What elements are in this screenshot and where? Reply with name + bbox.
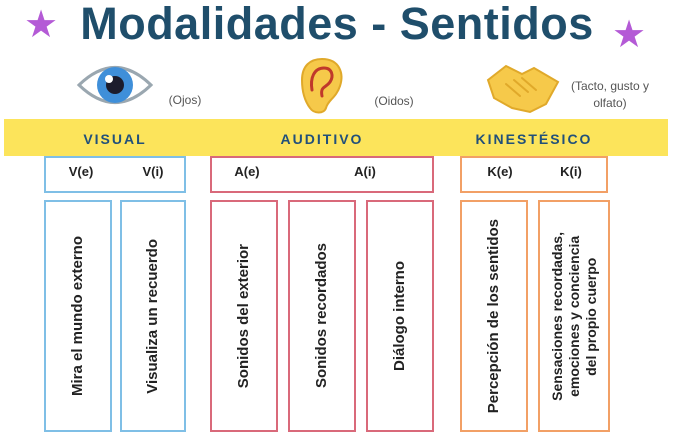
visual-caption: (Ojos) bbox=[168, 93, 202, 107]
page-title: Modalidades - Sentidos bbox=[80, 0, 594, 49]
sublabel-ki: K(i) bbox=[560, 164, 582, 179]
auditivo-recordados-box: Sonidos recordados bbox=[288, 200, 356, 432]
auditivo-exterior-box: Sonidos del exterior bbox=[210, 200, 278, 432]
auditivo-dialogo-text: Diálogo interno bbox=[391, 261, 408, 371]
visual-sublabel-box bbox=[44, 156, 186, 193]
auditivo-exterior-text: Sonidos del exterior bbox=[235, 243, 252, 389]
visual-interno-text: Visualiza un recuerdo bbox=[144, 238, 161, 394]
modality-auditivo: AUDITIVO bbox=[280, 131, 364, 147]
modality-visual: VISUAL bbox=[83, 131, 147, 147]
kinestesico-sensaciones-text: Sensaciones recordadas, emociones y conc… bbox=[548, 231, 599, 401]
sublabel-vi: V(i) bbox=[142, 164, 164, 179]
sublabel-ae: A(e) bbox=[234, 164, 260, 179]
sublabel-ai: A(i) bbox=[354, 164, 376, 179]
sublabel-ve: V(e) bbox=[68, 164, 94, 179]
kinestesico-percepcion-box: Percepción de los sentidos bbox=[460, 200, 528, 432]
auditivo-caption: (Oidos) bbox=[374, 94, 414, 108]
auditivo-recordados-text: Sonidos recordados bbox=[313, 243, 330, 389]
kinestesico-sensaciones-box: Sensaciones recordadas, emociones y conc… bbox=[538, 200, 610, 432]
star-icon: ★ bbox=[24, 4, 59, 46]
ear-icon bbox=[300, 57, 343, 114]
kinestesico-sublabel-box bbox=[460, 156, 608, 193]
visual-interno-box: Visualiza un recuerdo bbox=[120, 200, 186, 432]
handshake-icon bbox=[486, 64, 560, 114]
visual-externo-text: Mira el mundo externo bbox=[69, 235, 86, 397]
kinestesico-caption: (Tacto, gusto y olfato) bbox=[570, 79, 650, 110]
modality-band bbox=[4, 119, 668, 156]
star-icon: ★ bbox=[612, 14, 647, 56]
auditivo-dialogo-box: Diálogo interno bbox=[366, 200, 434, 432]
eye-icon bbox=[76, 66, 154, 104]
kinestesico-percepcion-text: Percepción de los sentidos bbox=[485, 218, 502, 414]
visual-externo-box: Mira el mundo externo bbox=[44, 200, 112, 432]
modality-kinestesico: KINESTÉSICO bbox=[475, 131, 593, 147]
sublabel-ke: K(e) bbox=[487, 164, 513, 179]
auditivo-sublabel-box bbox=[210, 156, 434, 193]
